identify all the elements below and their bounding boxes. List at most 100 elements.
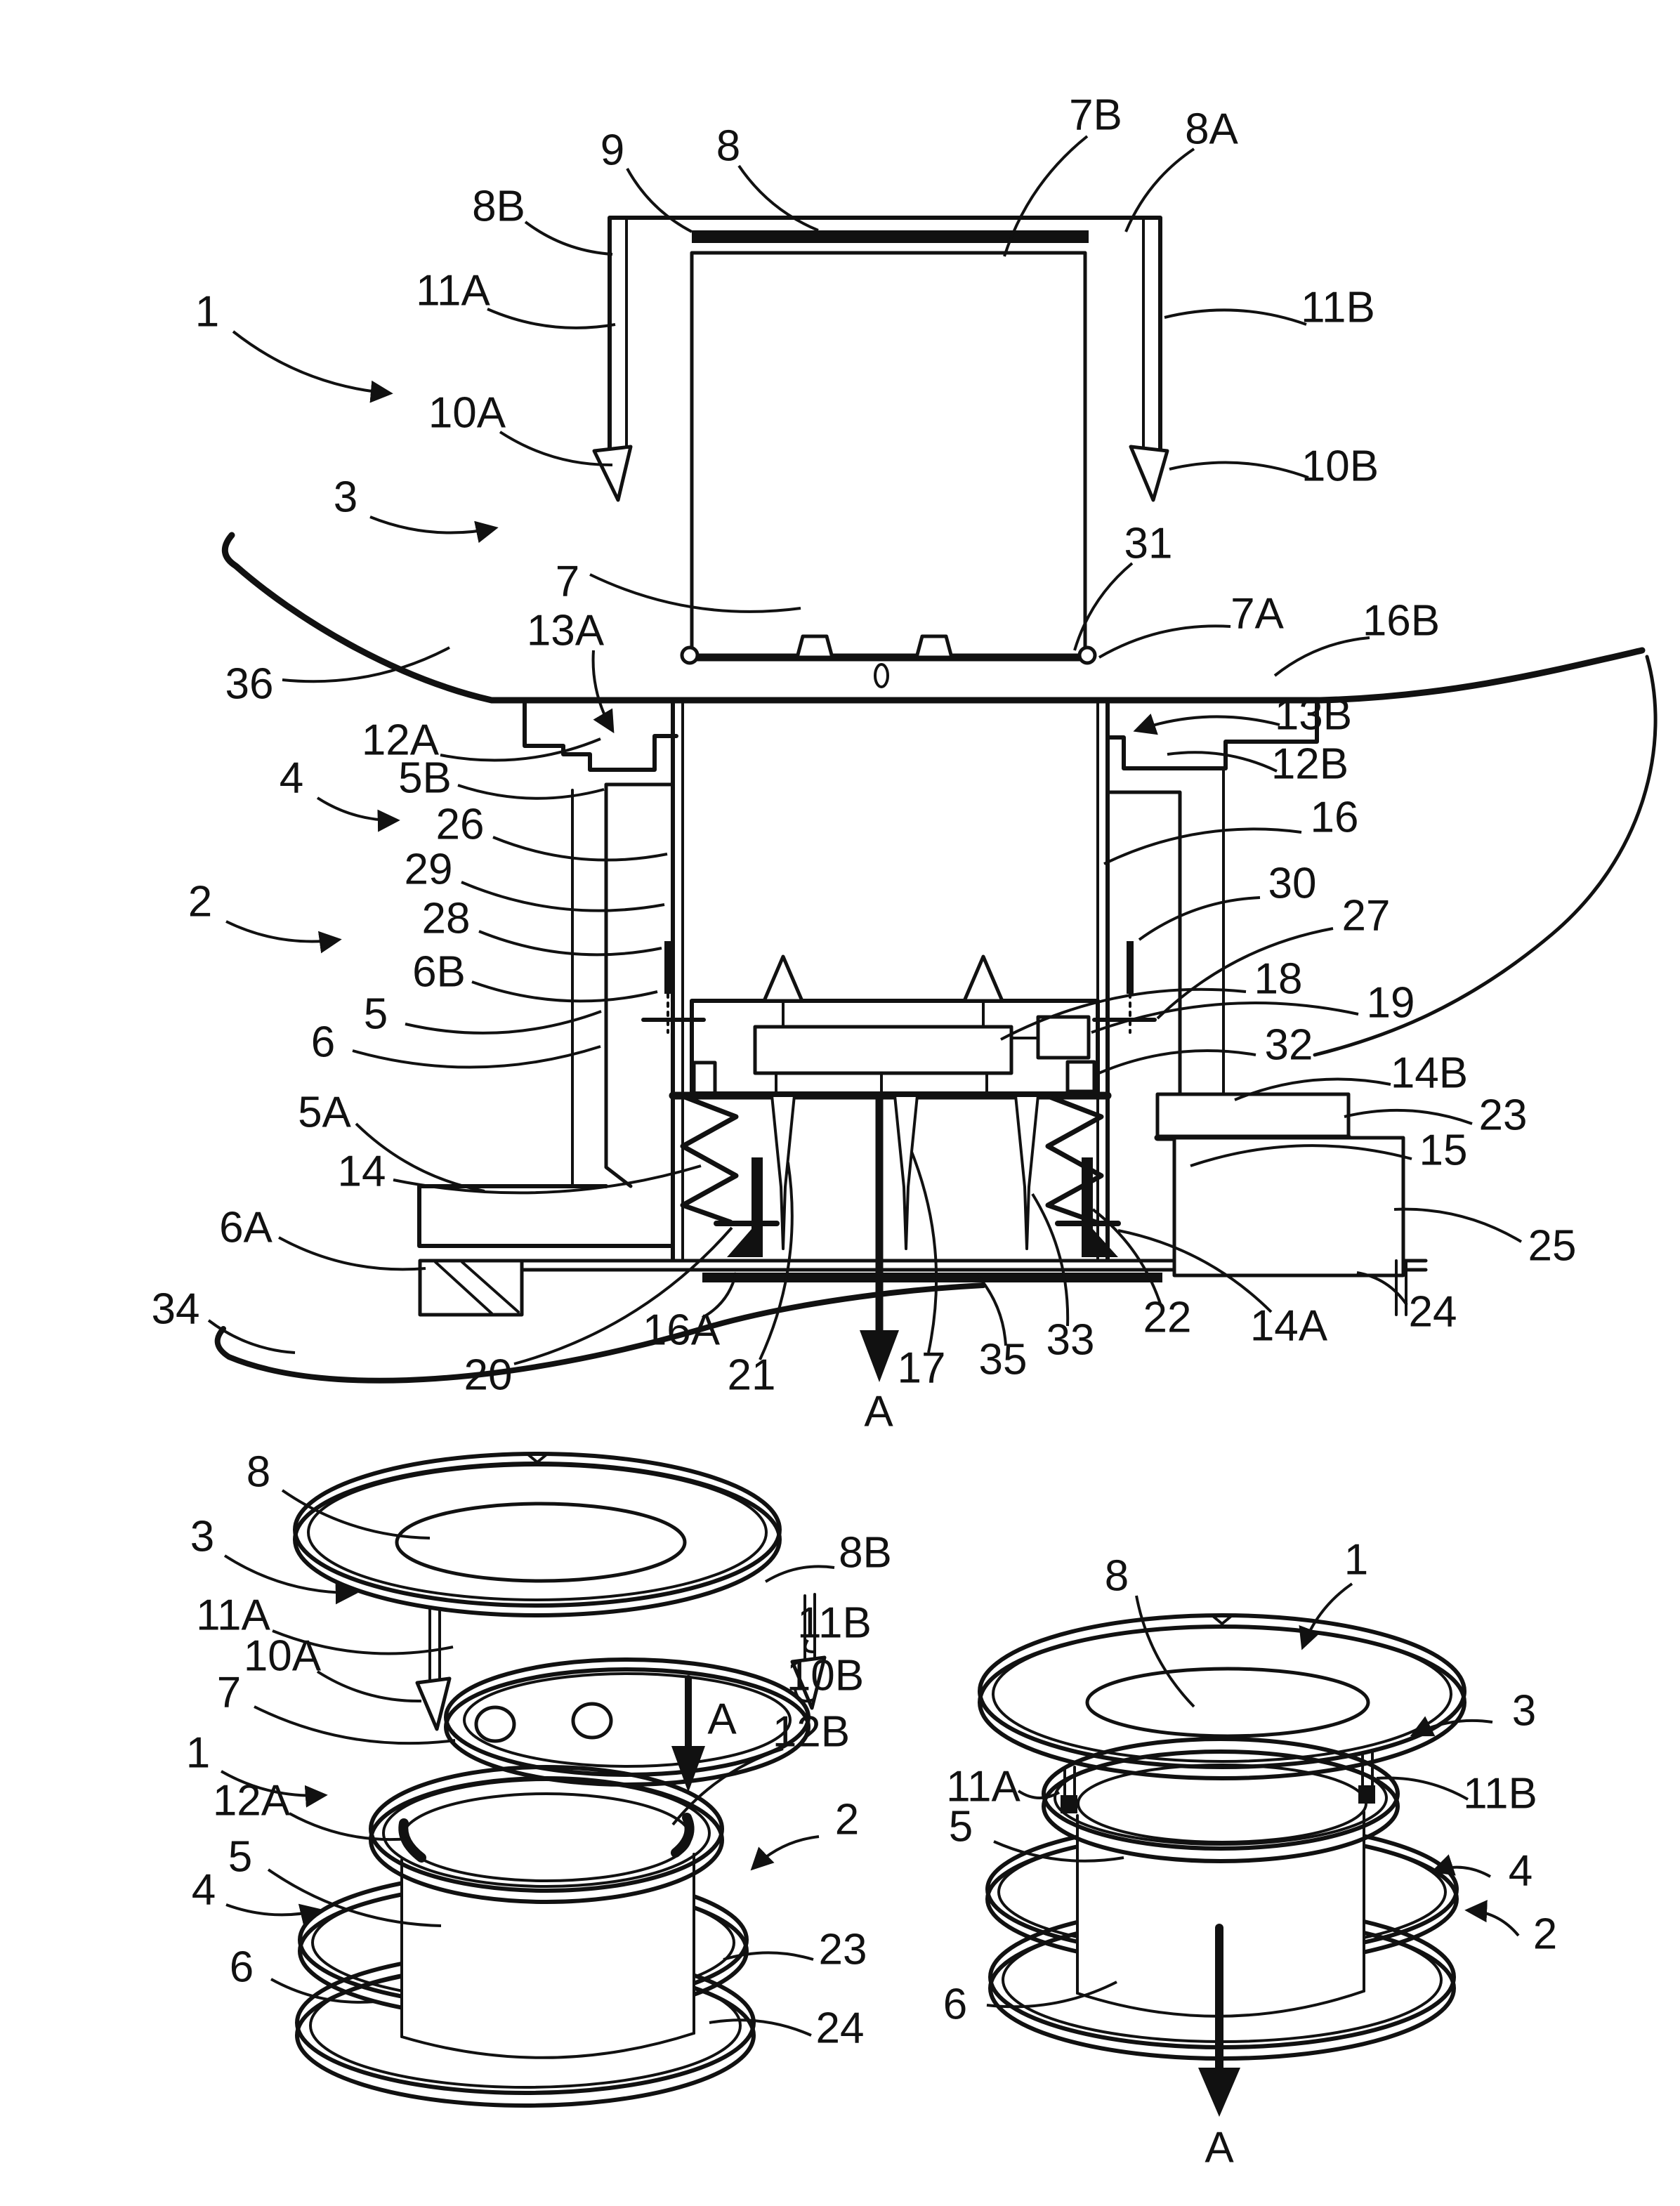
ref-label-12B: 12B: [1271, 740, 1348, 788]
block-25: [1172, 1136, 1405, 1278]
ref-label-18: 18: [1254, 954, 1303, 1003]
ref-label-7B: 7B: [1069, 91, 1122, 139]
leader-28: [478, 930, 662, 957]
leader-10A: [499, 431, 613, 467]
upper-cover: [592, 216, 1169, 688]
leader-20: [513, 1226, 733, 1365]
ref-label-11B: 11B: [1301, 283, 1375, 331]
leader-8: [737, 164, 819, 232]
ref-label-11B: 11B: [1463, 1769, 1537, 1818]
latch-left: [795, 634, 834, 659]
ref-label-A: A: [864, 1387, 893, 1436]
leader-11B: [803, 1639, 815, 1654]
disc-8: [293, 1452, 782, 1617]
ref-label-33: 33: [1046, 1315, 1095, 1364]
ref-label-24: 24: [816, 2004, 865, 2052]
ref-label-5: 5: [364, 990, 388, 1038]
liner-left: [604, 782, 675, 1188]
bottom-skin-34: [214, 1282, 986, 1384]
leader-3: [223, 1554, 358, 1605]
ref-label-11A: 11A: [946, 1762, 1021, 1811]
mechanism: [669, 954, 1112, 1100]
leader-13B: [1133, 714, 1280, 735]
leader-14A: [1117, 1229, 1273, 1313]
housing: [417, 699, 1319, 1261]
leader-12B: [671, 1747, 784, 1826]
leader-31: [1073, 562, 1134, 651]
ref-label-3: 3: [190, 1512, 214, 1561]
ref-label-11A: 11A: [416, 266, 490, 315]
leader-11A: [272, 1629, 454, 1655]
ref-label-5: 5: [949, 1802, 973, 1851]
ref-label-29: 29: [405, 845, 453, 893]
ref-label-14A: 14A: [1250, 1301, 1328, 1350]
leader-4: [316, 796, 400, 832]
leader-6B: [471, 980, 658, 1003]
leader-2: [225, 920, 342, 954]
membrane-16A: [702, 1273, 1162, 1282]
leader-2: [750, 1835, 820, 1871]
leader-19: [1091, 1002, 1359, 1034]
block-23: [1155, 1092, 1351, 1140]
leader-10A: [316, 1670, 422, 1703]
leader-27: [1156, 927, 1334, 1020]
leader-8: [1135, 1595, 1195, 1708]
plate-end-left: [418, 1259, 524, 1317]
leader-5: [405, 1010, 602, 1035]
ref-label-11A: 11A: [196, 1591, 270, 1639]
ref-label-9: 9: [601, 126, 624, 174]
ref-label-10A: 10A: [244, 1631, 322, 1680]
ref-label-5: 5: [228, 1832, 252, 1881]
leader-18: [1000, 987, 1247, 1041]
ref-label-5B: 5B: [398, 754, 452, 802]
leader-6: [352, 1045, 601, 1069]
leader-4: [225, 1903, 323, 1926]
hole: [571, 1702, 613, 1740]
leader-1: [221, 1770, 328, 1808]
ref-label-2: 2: [835, 1795, 859, 1844]
ref-label-3: 3: [1512, 1686, 1536, 1735]
ref-label-23: 23: [819, 1925, 867, 1974]
leader-11A: [1017, 1790, 1060, 1799]
ref-label-2: 2: [188, 877, 212, 926]
leader-12A: [289, 1812, 409, 1841]
leader-24: [709, 2018, 812, 2037]
ref-label-15: 15: [1419, 1126, 1468, 1174]
leader-36: [282, 646, 450, 683]
leader-7: [254, 1705, 456, 1745]
leader-8B: [524, 221, 613, 256]
board-18: [753, 1025, 1013, 1075]
figure-cross-section: 987B8A8B11A111B10A10B37317A13A16B3612A13…: [152, 91, 1658, 1436]
leader-14: [393, 1164, 702, 1195]
ref-label-19: 19: [1367, 978, 1415, 1027]
ref-label-8: 8: [716, 122, 740, 170]
sheet-drape: [1313, 655, 1658, 1057]
leader-14B: [1234, 1077, 1391, 1101]
leader-11A: [487, 308, 616, 329]
leader-24: [1356, 1271, 1408, 1306]
flange-5A: [417, 1184, 675, 1248]
leader-30: [1138, 896, 1261, 941]
ref-label-12A: 12A: [213, 1776, 291, 1825]
leader-5A: [355, 1122, 485, 1193]
liner-right: [1105, 790, 1182, 1096]
ref-label-4: 4: [192, 1865, 216, 1914]
ref-label-8: 8: [1105, 1551, 1129, 1600]
valve-arrow-right: [962, 954, 1004, 1003]
needles: [770, 1094, 1039, 1250]
ref-label-35: 35: [979, 1335, 1028, 1384]
latch-right: [914, 634, 954, 659]
leader-25: [1393, 1207, 1523, 1243]
leader-8: [281, 1489, 431, 1539]
ref-label-1: 1: [195, 287, 219, 336]
ref-label-23: 23: [1479, 1091, 1528, 1139]
leader-11B: [1164, 308, 1307, 326]
leader-3: [369, 516, 499, 544]
ref-label-6: 6: [311, 1018, 335, 1066]
leader-11B: [1376, 1776, 1469, 1801]
leader-8B: [764, 1565, 835, 1583]
ref-label-8: 8: [247, 1447, 270, 1496]
